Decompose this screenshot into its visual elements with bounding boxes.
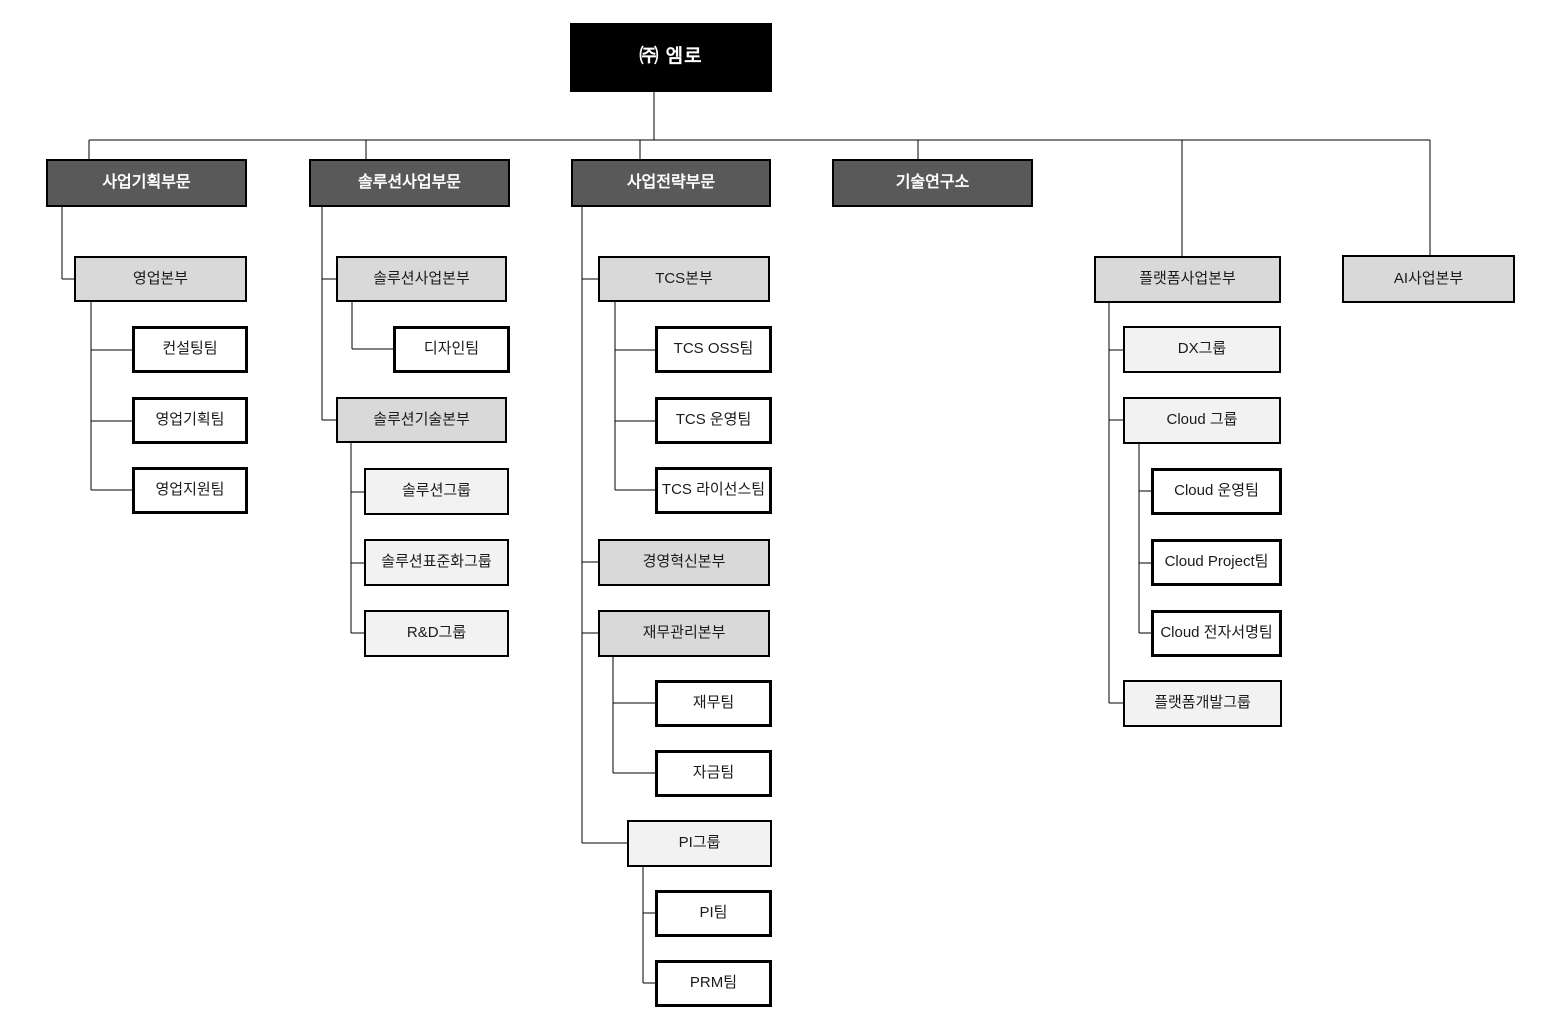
org-node-management-innovation-hq: 경영혁신본부: [598, 539, 770, 586]
org-node-solution-standardization-group: 솔루션표준화그룹: [364, 539, 509, 586]
org-node-finance-management-hq: 재무관리본부: [598, 610, 770, 657]
org-node-rnd-group: R&D그룹: [364, 610, 509, 657]
org-node-division-biz-strategy: 사업전략부문: [571, 159, 771, 207]
org-node-tcs-operation-team: TCS 운영팀: [655, 397, 772, 444]
org-node-pi-group: PI그룹: [627, 820, 772, 867]
org-node-ai-biz-hq: AI사업본부: [1342, 255, 1515, 303]
org-node-tcs-oss-team: TCS OSS팀: [655, 326, 772, 373]
org-node-design-team: 디자인팀: [393, 326, 510, 373]
org-node-cloud-project-team: Cloud Project팀: [1151, 539, 1282, 586]
org-node-cloud-esignature-team: Cloud 전자서명팀: [1151, 610, 1282, 657]
org-node-tcs-license-team: TCS 라이선스팀: [655, 467, 772, 514]
org-node-sales-support-team: 영업지원팀: [132, 467, 248, 514]
org-node-root: ㈜ 엠로: [570, 23, 772, 92]
org-node-consulting-team: 컨설팅팀: [132, 326, 248, 373]
org-node-solution-group: 솔루션그룹: [364, 468, 509, 515]
org-node-pi-team: PI팀: [655, 890, 772, 937]
org-node-solution-tech-hq: 솔루션기술본부: [336, 397, 507, 443]
org-node-cloud-operation-team: Cloud 운영팀: [1151, 468, 1282, 515]
org-node-division-solution-biz: 솔루션사업부문: [309, 159, 510, 207]
org-node-dx-group: DX그룹: [1123, 326, 1281, 373]
org-node-solution-biz-hq: 솔루션사업본부: [336, 256, 507, 302]
org-node-tech-research-institute: 기술연구소: [832, 159, 1033, 207]
org-node-tcs-hq: TCS본부: [598, 256, 770, 302]
org-node-cloud-group: Cloud 그룹: [1123, 397, 1281, 444]
org-node-treasury-team: 자금팀: [655, 750, 772, 797]
org-node-prm-team: PRM팀: [655, 960, 772, 1007]
org-node-division-biz-planning: 사업기획부문: [46, 159, 247, 207]
org-node-sales-hq: 영업본부: [74, 256, 247, 302]
org-node-finance-team: 재무팀: [655, 680, 772, 727]
org-node-platform-biz-hq: 플랫폼사업본부: [1094, 256, 1281, 303]
org-node-sales-planning-team: 영업기획팀: [132, 397, 248, 444]
org-node-platform-dev-group: 플랫폼개발그룹: [1123, 680, 1282, 727]
